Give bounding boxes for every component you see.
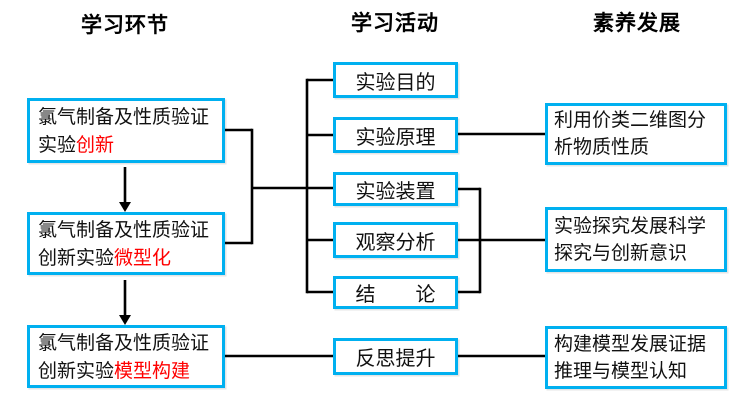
activity-box-observe-label: 观察分析: [355, 229, 436, 254]
stage-box-3-highlight: 模型构建: [114, 359, 191, 382]
outcome-box-2-label: 实验探究发展科学探究与创新意识: [554, 214, 707, 264]
down-arrow-icon: [119, 280, 131, 325]
stage-box-2: 氯气制备及性质验证 创新实验微型化: [27, 212, 225, 275]
column-header-activities: 学习活动: [351, 11, 439, 35]
activity-box-principle-label: 实验原理: [355, 124, 436, 149]
stage-box-1: 氯气制备及性质验证 实验创新: [27, 98, 225, 163]
stage-box-3-line1: 氯气制备及性质验证: [38, 331, 210, 354]
stage-box-1-highlight: 创新: [76, 133, 115, 156]
outcome-box-1-label: 利用价类二维图分析物质性质: [554, 109, 707, 158]
column-header-competencies: 素养发展: [593, 11, 681, 35]
outcome-box-3-label: 构建模型发展证据推理与模型认知: [554, 332, 707, 382]
activity-box-principle: 实验原理: [333, 117, 458, 153]
activity-box-reflect-label: 反思提升: [355, 346, 436, 370]
stage-box-3: 氯气制备及性质验证 创新实验模型构建: [27, 325, 225, 388]
activity-box-reflect: 反思提升: [333, 338, 458, 375]
activity-box-apparatus: 实验装置: [333, 172, 458, 206]
stage-box-3-line2: 创新实验: [38, 359, 115, 382]
stage-box-3-text: 氯气制备及性质验证 创新实验模型构建: [38, 329, 209, 385]
activity-box-purpose: 实验目的: [333, 62, 458, 98]
stage-box-1-text: 氯气制备及性质验证 实验创新: [38, 103, 209, 159]
activity-box-observe: 观察分析: [333, 222, 458, 258]
outcome-box-1: 利用价类二维图分析物质性质: [545, 103, 727, 165]
stage-box-2-highlight: 微型化: [114, 246, 172, 269]
stage-box-1-line2: 实验: [38, 133, 77, 156]
stage-box-2-line2: 创新实验: [38, 246, 115, 269]
stage-box-2-text: 氯气制备及性质验证 创新实验微型化: [38, 216, 209, 272]
activity-box-apparatus-label: 实验装置: [355, 178, 436, 203]
column-header-stages: 学习环节: [81, 13, 169, 37]
activity-box-conclusion-label: 结 论: [355, 282, 436, 306]
connector-left-bracket: [225, 128, 333, 245]
stage-box-1-line1: 氯气制备及性质验证: [38, 105, 210, 128]
down-arrow-icon: [119, 167, 131, 212]
outcome-box-2: 实验探究发展科学探究与创新意识: [545, 207, 727, 272]
activity-box-conclusion: 结 论: [333, 276, 458, 309]
connector-right-bracket: [458, 187, 545, 294]
connector-middle-bracket: [305, 78, 333, 294]
outcome-box-3: 构建模型发展证据推理与模型认知: [545, 326, 727, 389]
activity-box-purpose-label: 实验目的: [355, 69, 436, 94]
stage-box-2-line1: 氯气制备及性质验证: [38, 218, 210, 241]
